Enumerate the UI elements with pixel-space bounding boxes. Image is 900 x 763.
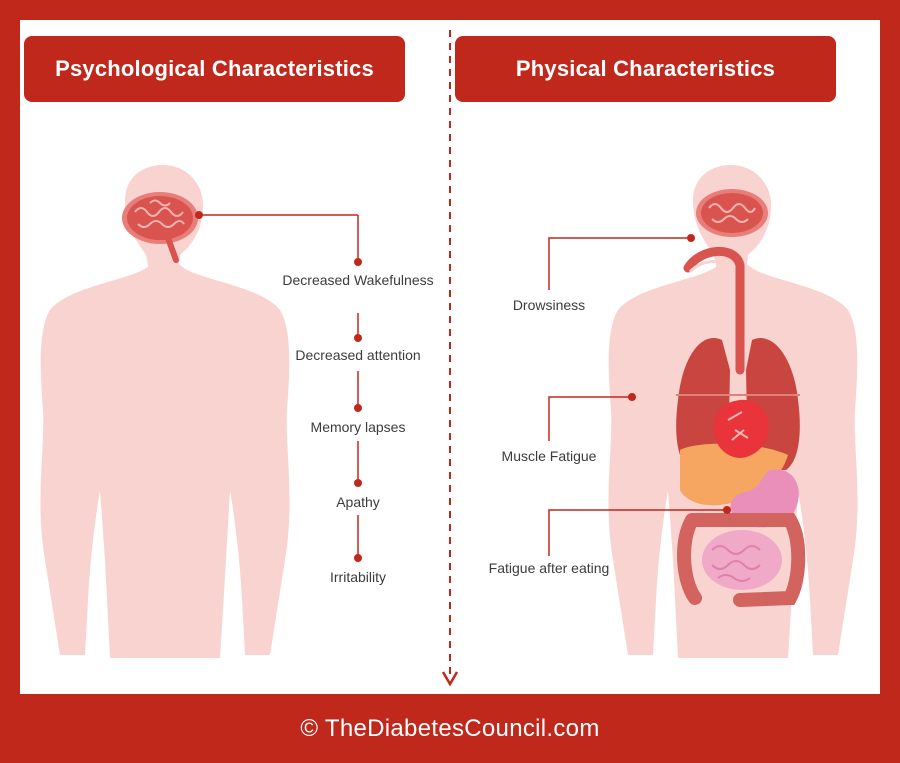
brain-icon bbox=[122, 192, 198, 263]
physical-label-muscle-fatigue: Muscle Fatigue bbox=[501, 448, 597, 464]
intestines-icon bbox=[677, 513, 806, 607]
psych-dots bbox=[195, 211, 362, 562]
physical-dots bbox=[628, 234, 731, 514]
psych-label-memory: Memory lapses bbox=[310, 419, 406, 435]
physical-connector bbox=[548, 237, 727, 556]
physical-header: Physical Characteristics bbox=[455, 36, 836, 102]
psych-connector bbox=[199, 214, 359, 558]
psychological-header: Psychological Characteristics bbox=[24, 36, 405, 102]
airway-icon bbox=[683, 246, 745, 375]
brain-icon-right bbox=[696, 189, 768, 237]
physical-label-drowsiness: Drowsiness bbox=[512, 297, 586, 313]
footer-credit: © TheDiabetesCouncil.com bbox=[300, 714, 600, 742]
arrow-down-icon bbox=[441, 671, 459, 687]
physical-label-fatigue-eating: Fatigue after eating bbox=[488, 560, 610, 576]
heart-icon bbox=[713, 399, 769, 458]
psych-label-apathy: Apathy bbox=[336, 494, 380, 510]
psych-label-attention: Decreased attention bbox=[295, 347, 421, 363]
psych-label-irritability: Irritability bbox=[329, 569, 387, 585]
psych-label-wakefulness: Decreased Wakefulness bbox=[282, 272, 434, 288]
stomach-icon bbox=[730, 469, 799, 528]
